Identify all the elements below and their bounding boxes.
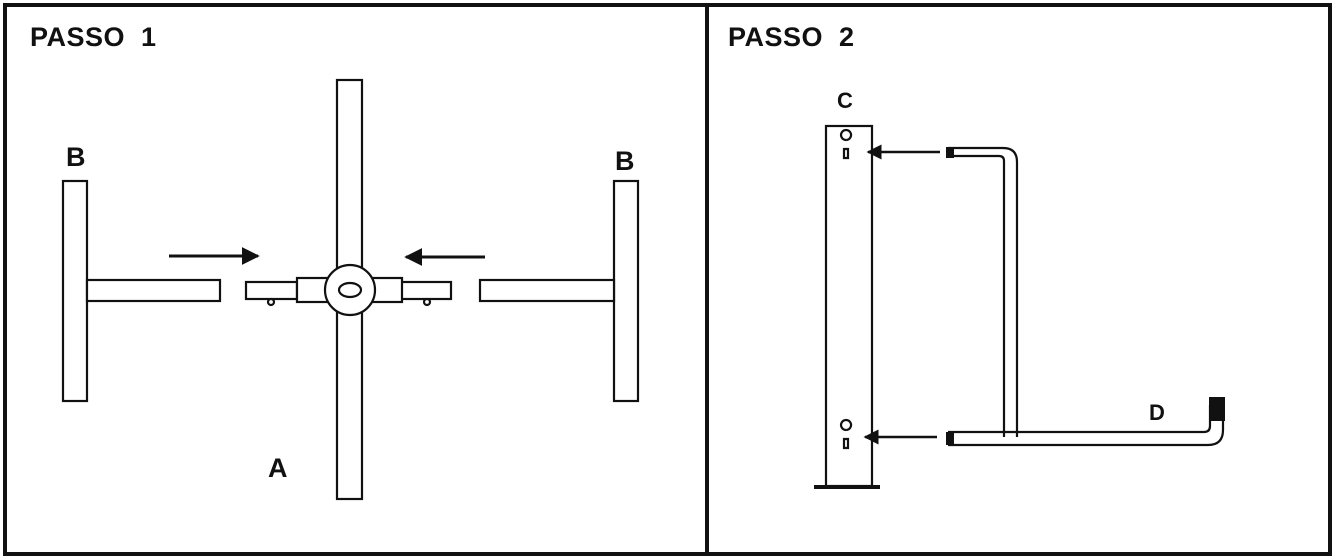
right-foot-bar bbox=[612, 179, 640, 403]
label-a: A bbox=[268, 453, 288, 483]
post-c bbox=[814, 124, 880, 489]
step-2-title: PASSO 2 bbox=[728, 22, 855, 52]
base-hub-inner bbox=[337, 281, 363, 299]
label-c: C bbox=[837, 88, 853, 113]
label-b-left: B bbox=[66, 142, 86, 172]
hanger-lower-cap bbox=[946, 432, 954, 445]
post-body bbox=[824, 124, 874, 488]
base-right-bolt bbox=[422, 297, 432, 307]
label-b-right: B bbox=[615, 146, 635, 176]
base-left-bolt bbox=[266, 297, 276, 307]
left-foot-bar bbox=[61, 179, 89, 403]
hanger-upper-outer bbox=[948, 146, 1019, 437]
cross-base-a bbox=[244, 78, 453, 501]
base-left-stub bbox=[244, 280, 299, 301]
hanger-lower-inner bbox=[948, 405, 1212, 434]
step-2-panel bbox=[705, 3, 1332, 556]
base-left-collar bbox=[295, 276, 331, 304]
hanger-upper-cap bbox=[946, 147, 954, 158]
right-foot-arm bbox=[478, 278, 616, 303]
foot-b-right bbox=[478, 179, 640, 403]
keyhole-top-icon bbox=[839, 128, 853, 160]
label-d: D bbox=[1149, 400, 1165, 425]
foot-b-left bbox=[61, 179, 222, 403]
hanger-upper-inner bbox=[948, 154, 1006, 437]
base-right-stub bbox=[398, 280, 453, 301]
hanger-lower-outer bbox=[948, 405, 1225, 447]
hanger-d bbox=[946, 146, 1225, 447]
left-foot-arm bbox=[85, 278, 222, 303]
step-1-title: PASSO 1 bbox=[30, 22, 157, 52]
hanger-end-cap bbox=[1209, 397, 1225, 421]
keyhole-bottom-icon bbox=[839, 418, 853, 450]
